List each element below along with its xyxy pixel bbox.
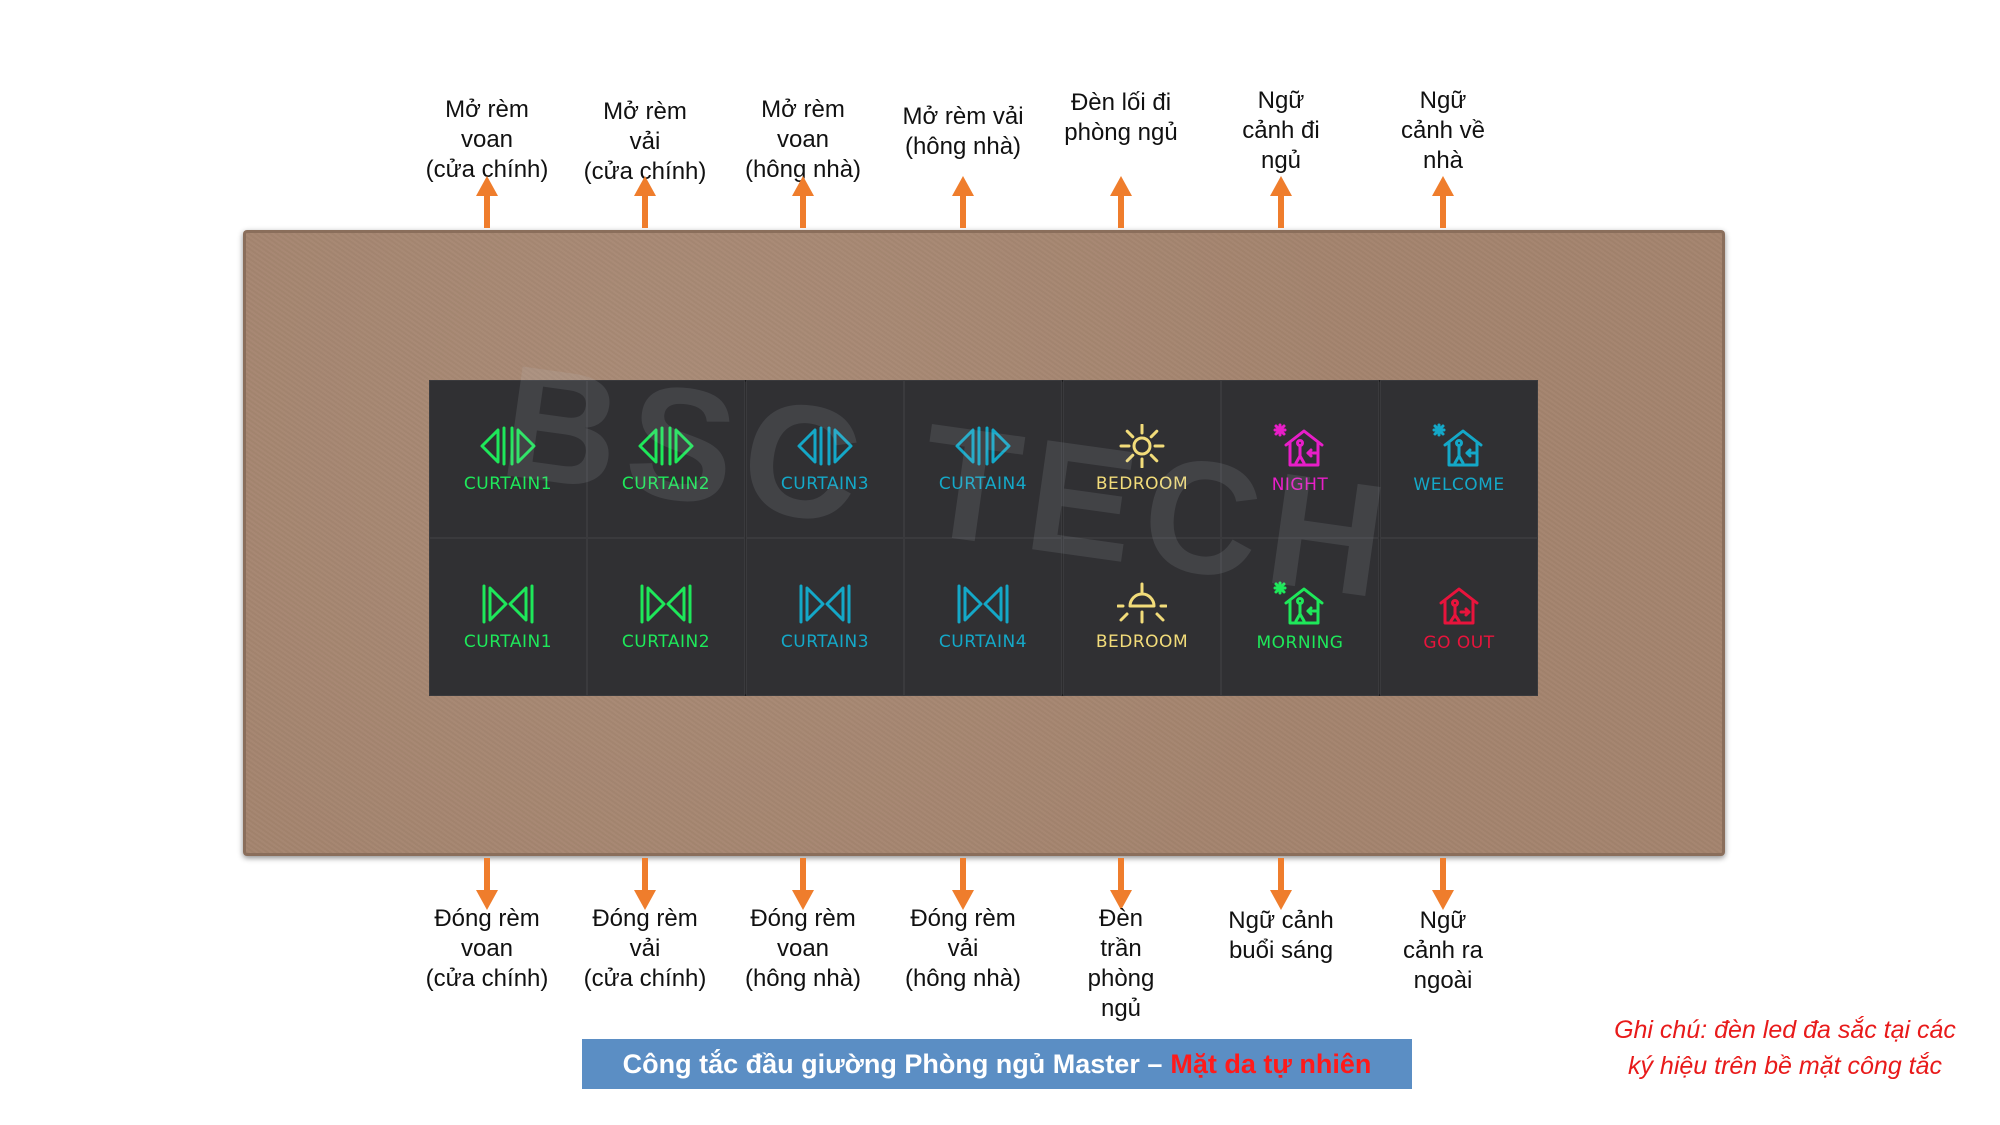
caption-bar: Công tắc đầu giường Phòng ngủ Master – M…: [582, 1039, 1412, 1089]
caption-main: Công tắc đầu giường Phòng ngủ Master –: [622, 1048, 1163, 1079]
bottom-label-6: Ngữ cảnh buổi sáng: [1228, 907, 1334, 964]
key-label: BEDROOM: [1095, 474, 1189, 494]
key-label: CURTAIN2: [621, 474, 711, 494]
switch-key-keys_bottom-4[interactable]: CURTAIN4: [904, 538, 1062, 696]
switch-key-keys_bottom-2[interactable]: CURTAIN2: [587, 538, 745, 696]
ceiling-light-icon: [1117, 582, 1167, 632]
bottom-label-3: Đóng rèm voan (hông nhà): [744, 905, 862, 992]
top-label-1: Mở rèm voan (cửa chính): [425, 96, 549, 183]
curtain-open-icon: [953, 424, 1013, 474]
switch-key-keys_top-5[interactable]: BEDROOM: [1063, 380, 1221, 538]
bottom-label-5: Đèn trần phòng ngủ: [1087, 905, 1155, 1022]
down-arrow-icon: [1110, 858, 1132, 910]
key-label: CURTAIN1: [463, 474, 553, 494]
key-label: CURTAIN3: [780, 632, 870, 652]
bottom-label-2: Đóng rèm vải (cửa chính): [583, 905, 707, 992]
bottom-label-7: Ngữ cảnh ra ngoài: [1402, 907, 1484, 994]
curtain-open-icon: [478, 424, 538, 474]
down-arrow-icon: [1432, 858, 1454, 910]
switch-key-keys_top-7[interactable]: WELCOME: [1380, 380, 1538, 538]
key-label: NIGHT: [1271, 475, 1329, 495]
down-arrow-icon: [952, 858, 974, 910]
up-arrow-icon: [792, 176, 814, 228]
up-arrow-icon: [476, 176, 498, 228]
key-label: CURTAIN3: [780, 474, 870, 494]
up-arrow-icon: [952, 176, 974, 228]
top-label-3: Mở rèm voan (hông nhà): [744, 96, 862, 183]
switch-key-keys_top-3[interactable]: CURTAIN3: [746, 380, 904, 538]
top-label-2: Mở rèm vải (cửa chính): [583, 98, 707, 185]
sun-icon: [1117, 424, 1167, 474]
curtain-open-icon: [795, 424, 855, 474]
key-label: CURTAIN2: [621, 632, 711, 652]
down-arrow-icon: [634, 858, 656, 910]
house-person-icon: [1431, 423, 1487, 475]
switch-key-keys_top-4[interactable]: CURTAIN4: [904, 380, 1062, 538]
caption-accent: Mặt da tự nhiên: [1170, 1048, 1372, 1079]
top-label-6: Ngữ cảnh đi ngủ: [1242, 87, 1320, 174]
switch-key-keys_top-6[interactable]: NIGHT: [1221, 380, 1379, 538]
curtain-open-icon: [636, 424, 696, 474]
switch-key-keys_bottom-3[interactable]: CURTAIN3: [746, 538, 904, 696]
curtain-close-icon: [953, 582, 1013, 632]
down-arrow-icon: [476, 858, 498, 910]
key-label: CURTAIN4: [938, 632, 1028, 652]
key-label: WELCOME: [1413, 475, 1505, 495]
up-arrow-icon: [1110, 176, 1132, 228]
switch-key-keys_top-2[interactable]: CURTAIN2: [587, 380, 745, 538]
curtain-close-icon: [478, 582, 538, 632]
up-arrow-icon: [1270, 176, 1292, 228]
curtain-close-icon: [795, 582, 855, 632]
bottom-label-1: Đóng rèm voan (cửa chính): [425, 905, 549, 992]
curtain-close-icon: [636, 582, 696, 632]
bottom-label-4: Đóng rèm vải (hông nhà): [904, 905, 1022, 992]
switch-key-keys_bottom-7[interactable]: GO OUT: [1380, 538, 1538, 696]
key-label: CURTAIN1: [463, 632, 553, 652]
key-label: MORNING: [1256, 633, 1344, 653]
switch-key-keys_top-1[interactable]: CURTAIN1: [429, 380, 587, 538]
switch-key-keys_bottom-5[interactable]: BEDROOM: [1063, 538, 1221, 696]
switch-key-keys_bottom-1[interactable]: CURTAIN1: [429, 538, 587, 696]
top-label-7: Ngữ cảnh về nhà: [1400, 87, 1486, 174]
key-label: GO OUT: [1423, 633, 1495, 653]
house-exit-icon: [1431, 581, 1487, 633]
house-person-icon: [1272, 581, 1328, 633]
up-arrow-icon: [634, 176, 656, 228]
key-label: BEDROOM: [1095, 632, 1189, 652]
up-arrow-icon: [1432, 176, 1454, 228]
key-label: CURTAIN4: [938, 474, 1028, 494]
down-arrow-icon: [1270, 858, 1292, 910]
led-note: Ghi chú: đèn led đa sắc tại các ký hiệu …: [1614, 1016, 1956, 1080]
switch-key-keys_bottom-6[interactable]: MORNING: [1221, 538, 1379, 696]
top-label-4: Mở rèm vải (hông nhà): [902, 103, 1024, 160]
down-arrow-icon: [792, 858, 814, 910]
top-label-5: Đèn lối đi phòng ngủ: [1064, 89, 1178, 146]
house-person-icon: [1272, 423, 1328, 475]
